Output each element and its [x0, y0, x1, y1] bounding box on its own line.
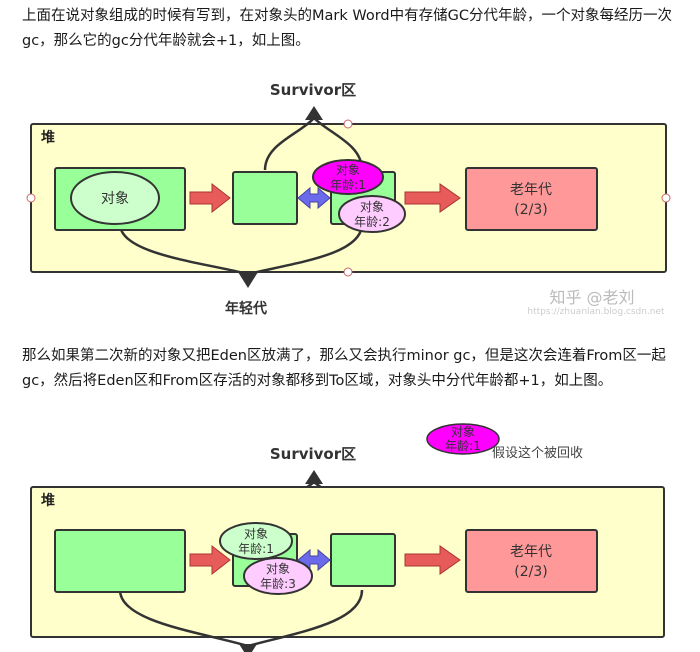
watermark: 知乎 @老刘: [549, 288, 634, 307]
survivor-label: Survivor区: [270, 445, 356, 463]
eden-box: [54, 529, 186, 593]
heap-label: 堆: [41, 492, 55, 509]
object-age: 年龄:1: [238, 542, 274, 556]
handle-dot: [26, 193, 36, 203]
old-gen-box: [465, 167, 598, 231]
object-ellipse: [338, 195, 406, 233]
handle-dot: [343, 119, 353, 129]
young-connector: [118, 223, 249, 276]
diagram-2: Survivor区 对象 年龄:1 假设这个被回收 堆 对象 年龄:1: [0, 410, 700, 652]
object-label: 对象: [360, 200, 384, 214]
arrowhead-up: [305, 470, 323, 484]
old-gen-label: 老年代: [510, 544, 552, 560]
arrowhead-down: [239, 644, 257, 652]
diagram-1: 堆 Survivor区 年轻代 对象 对象 年龄:1 对象 年龄:2: [0, 74, 700, 324]
object-label: 对象: [336, 163, 360, 177]
object-ellipse: [219, 522, 293, 560]
diagram-2-svg: Survivor区 对象 年龄:1 假设这个被回收 堆 对象 年龄:1: [30, 423, 665, 652]
young-connector: [247, 223, 364, 276]
object-age: 年龄:1: [330, 178, 366, 192]
object-label: 对象: [244, 527, 268, 541]
old-gen-ratio: (2/3): [514, 564, 547, 580]
old-gen-box: [465, 529, 598, 593]
object-label: 对象: [266, 562, 290, 576]
object-label: 对象: [451, 425, 475, 439]
paragraph-2: 那么如果第二次新的对象又把Eden区放满了，那么又会执行minor gc，但是这…: [22, 348, 666, 389]
object-ellipse: [243, 557, 313, 595]
paragraph-1: 上面在说对象组成的时候有写到，在对象头的Mark Word中有存储GC分代年龄，…: [22, 8, 672, 49]
object-label: 对象: [101, 191, 129, 207]
to-box: [330, 533, 396, 587]
from-box: [232, 171, 298, 225]
survivor-label: Survivor区: [270, 81, 356, 99]
object-age: 年龄:2: [354, 215, 390, 229]
handle-dot: [343, 267, 353, 277]
diagram-1-svg: 堆 Survivor区 年轻代 对象 对象 年龄:1 对象 年龄:2: [26, 81, 671, 317]
assume-note: 假设这个被回收: [492, 445, 583, 461]
move-arrow: [404, 183, 461, 213]
object-ellipse: [426, 423, 500, 455]
survivor-connector: [263, 117, 315, 171]
young-connector: [118, 589, 249, 648]
young-label: 年轻代: [225, 300, 267, 317]
old-gen-ratio: (2/3): [514, 202, 547, 218]
old-gen-label: 老年代: [510, 182, 552, 198]
object-age: 年龄:1: [445, 439, 481, 453]
move-arrow: [189, 544, 231, 576]
arrowhead-down: [238, 272, 258, 288]
object-age: 年龄:3: [260, 577, 296, 591]
young-connector: [247, 589, 364, 648]
move-arrow: [189, 182, 231, 214]
handle-dot: [661, 193, 671, 203]
object-ellipse: [312, 159, 384, 195]
watermark-url: https://zhuanlan.blog.csdn.net: [527, 307, 665, 317]
move-arrow: [404, 545, 461, 575]
object-ellipse: [70, 171, 160, 225]
arrowhead-up: [305, 106, 323, 120]
heap-label: 堆: [41, 129, 55, 146]
